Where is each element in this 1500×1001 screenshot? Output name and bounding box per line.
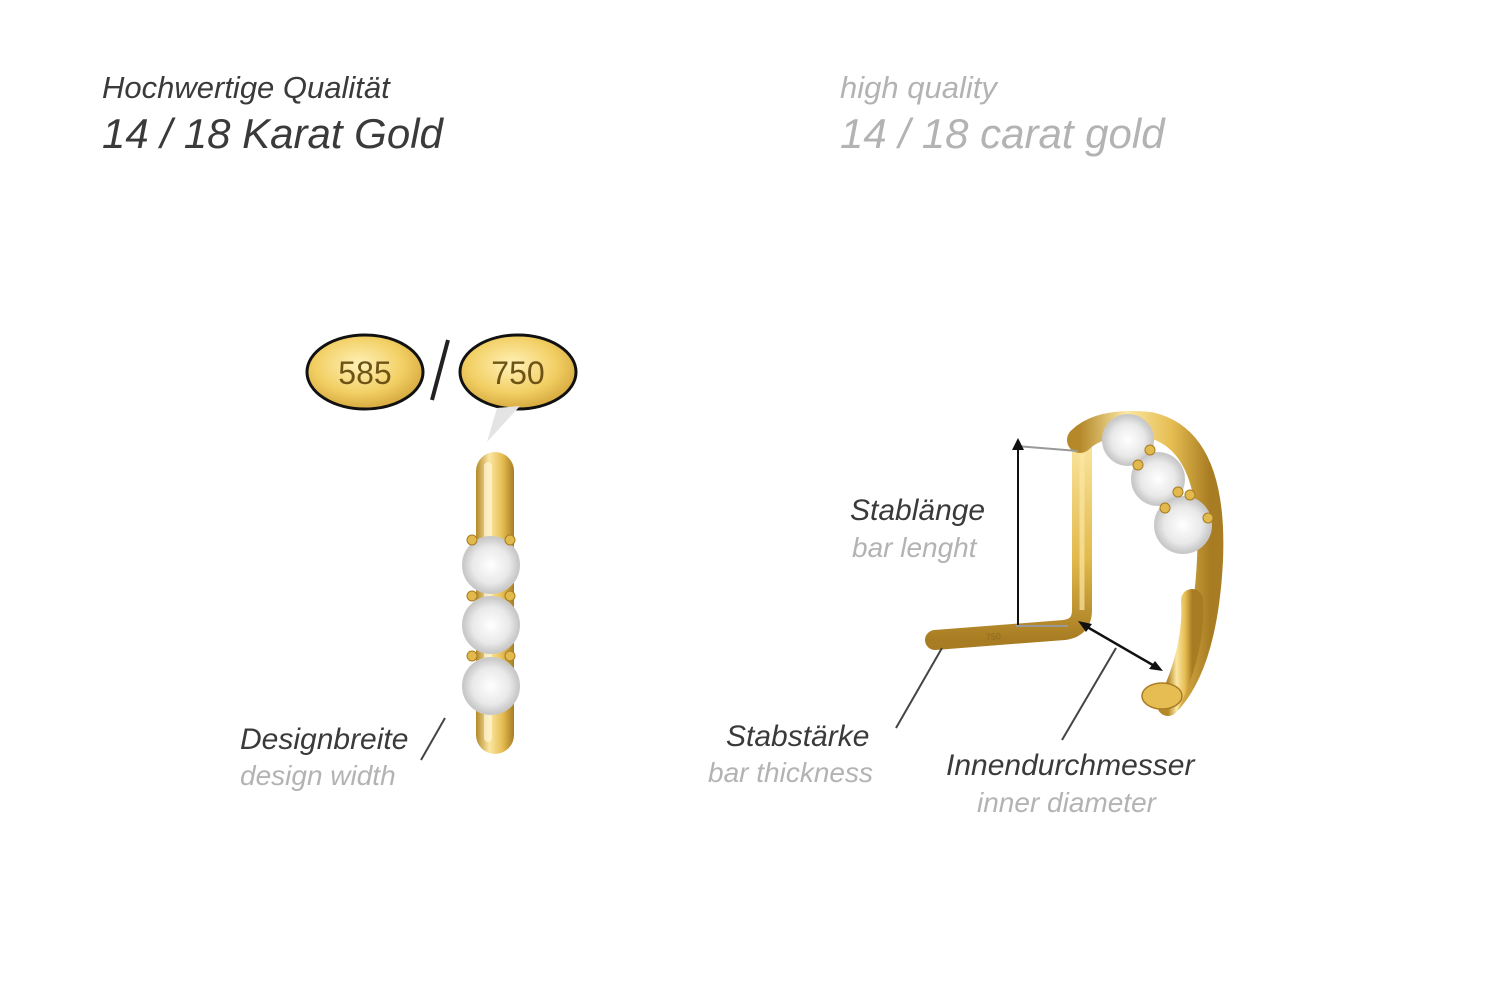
- gem-1: [462, 536, 520, 594]
- label-design-width-en: design width: [240, 760, 396, 791]
- label-bar-length-de: Stablänge: [850, 494, 986, 527]
- stamp-585-text: 585: [338, 355, 391, 391]
- inner-diameter-measure: [1078, 621, 1163, 671]
- stamp-separator: [430, 339, 450, 401]
- headline-de-quality: Hochwertige Qualität: [102, 70, 390, 105]
- side-gem-1: [1102, 414, 1154, 466]
- headline-en-gold: 14 / 18 carat gold: [840, 110, 1165, 157]
- design-width-pointer: [420, 717, 446, 761]
- label-inner-diameter-de: Innendurchmesser: [946, 749, 1195, 782]
- stamp-750-text: 750: [491, 355, 544, 391]
- side-view-jewelry: 750: [925, 411, 1224, 716]
- side-gem-2: [1131, 452, 1185, 506]
- stamp-585: 585: [305, 333, 425, 411]
- stamp-pointer: [487, 406, 520, 442]
- label-inner-diameter-en: inner diameter: [977, 787, 1156, 818]
- bar-thickness-pointer: [895, 647, 943, 729]
- inner-diameter-pointer: [1061, 647, 1117, 741]
- front-view-jewelry: [462, 452, 520, 754]
- bar-length-measure: [1012, 438, 1079, 627]
- stamp-750: 750: [458, 333, 578, 411]
- headline-de-gold: 14 / 18 Karat Gold: [102, 110, 443, 157]
- headline-en-quality: high quality: [840, 70, 997, 105]
- label-design-width-de: Designbreite: [240, 723, 409, 756]
- gem-2: [462, 596, 520, 654]
- gem-3: [462, 657, 520, 715]
- bar-stamp-text: 750: [986, 631, 1002, 642]
- label-bar-length-en: bar lenght: [852, 532, 977, 563]
- label-bar-thickness-de: Stabstärke: [726, 720, 870, 753]
- label-bar-thickness-en: bar thickness: [708, 757, 873, 788]
